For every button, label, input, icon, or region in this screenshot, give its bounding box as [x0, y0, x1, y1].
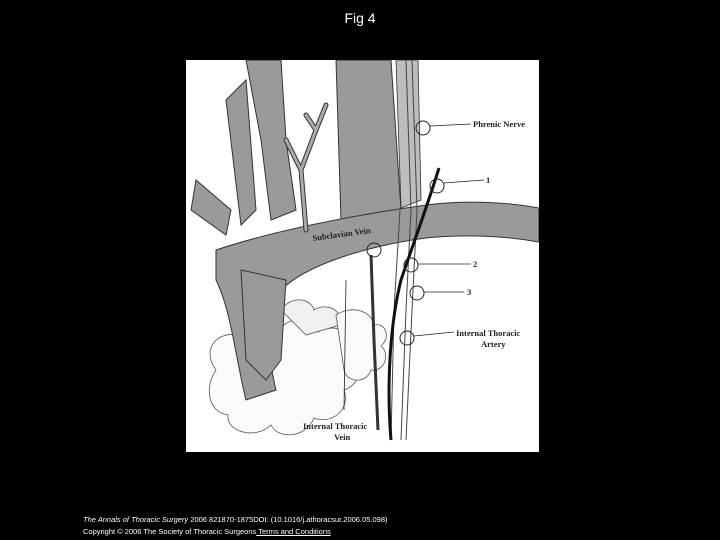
- label-3: 3: [467, 287, 471, 297]
- citation-footer: The Annals of Thoracic Surgery 2006 8218…: [83, 514, 388, 538]
- journal-name: The Annals of Thoracic Surgery: [83, 515, 188, 524]
- copyright-text: Copyright © 2006 The Society of Thoracic…: [83, 527, 256, 536]
- copyright-line: Copyright © 2006 The Society of Thoracic…: [83, 526, 388, 538]
- label-2: 2: [473, 259, 477, 269]
- terms-link[interactable]: Terms and Conditions: [256, 527, 330, 536]
- label-itv-line1: Internal Thoracic: [303, 421, 368, 431]
- label-ita-line1: Internal Thoracic: [456, 328, 521, 338]
- citation-line: The Annals of Thoracic Surgery 2006 8218…: [83, 514, 388, 526]
- anatomy-illustration: Phrenic Nerve 1 Subclavian Vein 2 3 Inte…: [186, 60, 539, 452]
- citation-text: 2006 821870-1875DOI: (10.1016/j.athoracs…: [188, 515, 387, 524]
- anatomy-drawing: Phrenic Nerve 1 Subclavian Vein 2 3 Inte…: [186, 60, 539, 452]
- figure-title: Fig 4: [0, 10, 720, 26]
- label-1: 1: [486, 175, 490, 185]
- label-phrenic-nerve: Phrenic Nerve: [473, 119, 525, 129]
- label-itv-line2: Vein: [334, 432, 350, 442]
- label-ita-line2: Artery: [481, 339, 506, 349]
